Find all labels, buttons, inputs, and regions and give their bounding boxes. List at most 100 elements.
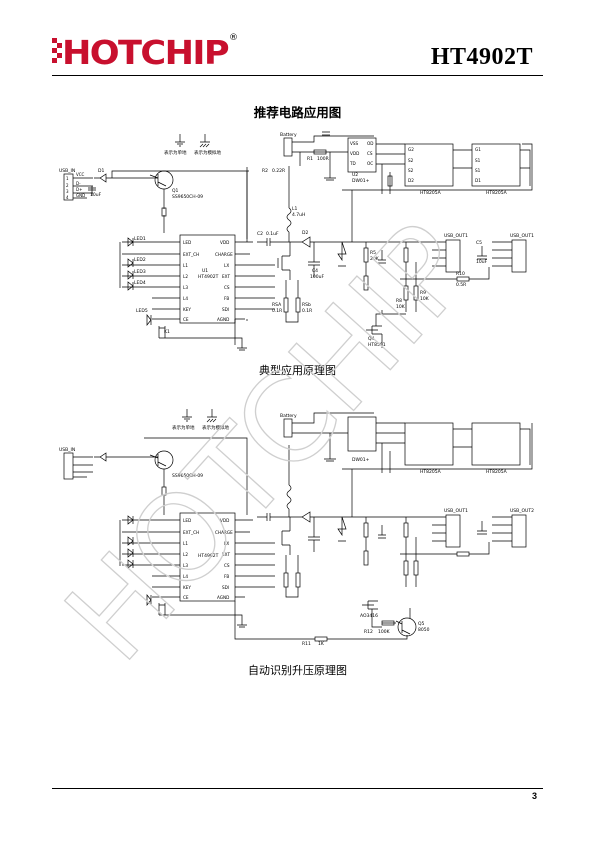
u1-pin-l4: L4 [183, 296, 188, 301]
u3-pin-d2: D2 [408, 178, 414, 183]
u1b-pin-key: KEY [183, 585, 191, 590]
battery-label: Battery [280, 132, 297, 138]
resistor-r11 [314, 636, 328, 642]
resistor-r11-value: 1K [318, 641, 325, 647]
transistor-q1-part: SS9650CH-09 [172, 194, 203, 200]
u3-pin-g1: G1 [475, 147, 481, 152]
usb-out1-connector-2 [445, 514, 461, 548]
usb-out1-label-2: USB_OUT1 [444, 508, 468, 514]
footer-rule [52, 788, 543, 789]
battery-label-2: Battery [280, 413, 297, 419]
u2-pin-oc: OC [367, 161, 373, 166]
zener-diode [337, 241, 347, 267]
u1-pin-ce: CE [183, 317, 189, 322]
capacitor-c2 [257, 238, 292, 246]
u1b-pin-fb: FB [224, 574, 229, 579]
usb-out1-connector [445, 239, 461, 273]
u1b-pin-sdi: SDI [222, 585, 229, 590]
usb-out2-label: USB_OUT2 [510, 508, 534, 514]
mosfet-q4-part: HT8501 [368, 342, 386, 348]
led5-label: LED5 [136, 308, 148, 314]
transistor-q5-label: Q5 [418, 621, 425, 627]
u1-pin-vdd: VDD [220, 240, 229, 245]
u1b-pin-vdd: VDD [220, 518, 229, 523]
u2-pin-labels: VSS VDD TD OD CS OC [349, 141, 374, 166]
ic-u1-label: U1 [202, 268, 208, 274]
capacitor-c4-value: 100uF [310, 274, 324, 280]
usb-in-pin-4: 4 [66, 195, 69, 200]
ground-legend-left-2: 表示为单地 [172, 424, 195, 431]
typical-application-caption: 典型应用原理图 [259, 364, 336, 377]
resistor-r3 [387, 175, 393, 187]
diode-d2-label: D2 [302, 230, 308, 236]
resistor-r9 [413, 285, 419, 301]
ic-u2-label: U2 [352, 172, 358, 178]
usb-in-pin-1: 1 [66, 176, 69, 181]
u3-pin-g2: G2 [408, 147, 414, 152]
u1b-pin-lx: LX [224, 541, 229, 546]
led3-label: LED3 [134, 269, 146, 275]
diode-d1-label: D1 [98, 168, 104, 174]
logo-checker-pattern [52, 38, 62, 63]
resistor-r12 [381, 620, 395, 626]
u1b-pin-ext: EXT [222, 552, 230, 557]
transistor-q1-label: Q1 [172, 188, 179, 194]
header-rule [52, 75, 543, 76]
u1-pin-key: KEY [183, 307, 191, 312]
u2-pin-vdd: VDD [350, 151, 359, 156]
u1-pin-labels-2: LED EXT_CH L1 L2 L3 L4 KEY CE VDD CHARGE… [183, 518, 233, 600]
resistor-r12-label: R12 [364, 629, 373, 635]
mosfet-q4-label: Q4 [368, 336, 375, 342]
resistor-rsb [295, 297, 301, 313]
resistor-r2-value: 0.22R [272, 168, 285, 174]
auto-detect-boost-schematic: 表示为单地 表示为模拟地 USB_IN SS9650CH-09 HT4902T … [59, 409, 534, 647]
u1-pin-agnd: AGND [217, 317, 229, 322]
page-number: 3 [531, 791, 537, 801]
u1b-pin-charge: CHARGE [215, 530, 233, 535]
u1b-pin-l2: L2 [183, 552, 188, 557]
u1b-pin-led: LED [183, 518, 191, 523]
u1b-pin-agnd: AGND [217, 595, 229, 600]
usb-in-gnd: GND [76, 193, 85, 198]
resistor-r9-label: R9 [420, 290, 426, 296]
ic-u3-ht8205a [404, 143, 454, 187]
mosfet-q6-part: AO3416 [360, 613, 378, 619]
ground-legend-right-2: 表示为模拟地 [202, 424, 229, 431]
resistor-r8-value: 10K [396, 304, 406, 310]
u1-pin-led: LED [183, 240, 191, 245]
led4-label: LED4 [134, 280, 146, 286]
usb-in-connector-2 [63, 452, 74, 480]
capacitor-c2-value: 0.1uF [266, 231, 279, 237]
resistor-r5-value: 20K [370, 256, 380, 262]
ic-u1-part-2: HT4902T [198, 553, 219, 559]
resistor-r11-label: R11 [302, 641, 311, 647]
resistor-rsa [283, 297, 289, 313]
transistor-q5-part: 8050 [418, 627, 430, 633]
usb-in-pins: 1 2 3 4 VCC D- D+ GND [66, 172, 85, 200]
resistor-r6 [363, 275, 369, 291]
battery [283, 137, 293, 157]
diode-d1-2 [94, 452, 158, 462]
u1-pin-sdi: SDI [222, 307, 229, 312]
inductor-l1-value: 4.7uH [292, 212, 305, 218]
ic-u2-part: DW01+ [352, 178, 370, 184]
ground-legend-icons [175, 134, 210, 148]
usb-in-vcc: VCC [76, 172, 85, 177]
resistor-rsb-label: RSb [302, 302, 311, 308]
u1b-pin-l3: L3 [183, 563, 188, 568]
u2-pin-vss: VSS [350, 141, 359, 146]
capacitor-c4-label: C4 [312, 268, 318, 274]
usb-in-pin-2: 2 [66, 183, 69, 188]
usb-in-label: USB_IN [59, 168, 75, 174]
ic-u3b-part-2: HT8205A [486, 469, 508, 475]
ic-u1-part: HT4902T [198, 274, 219, 280]
u1-pin-labels: LED EXT_CH L1 L2 L3 L4 KEY CE VDD CHARGE… [183, 240, 233, 322]
led2-label: LED2 [134, 257, 146, 263]
resistor-r5-label: R5 [370, 250, 376, 256]
resistor-r12-value: 100K [378, 629, 391, 635]
led1-label: LED1 [134, 236, 146, 242]
ic-u3-part: HT8205A [420, 190, 442, 196]
u1b-pin-ext-ch: EXT_CH [183, 530, 199, 535]
resistor-r10-value: 0.5R [456, 282, 466, 288]
typical-application-schematic: 表示为单地 表示为模拟地 USB_IN D1 10uF Q1 SS9650CH-… [59, 131, 534, 351]
